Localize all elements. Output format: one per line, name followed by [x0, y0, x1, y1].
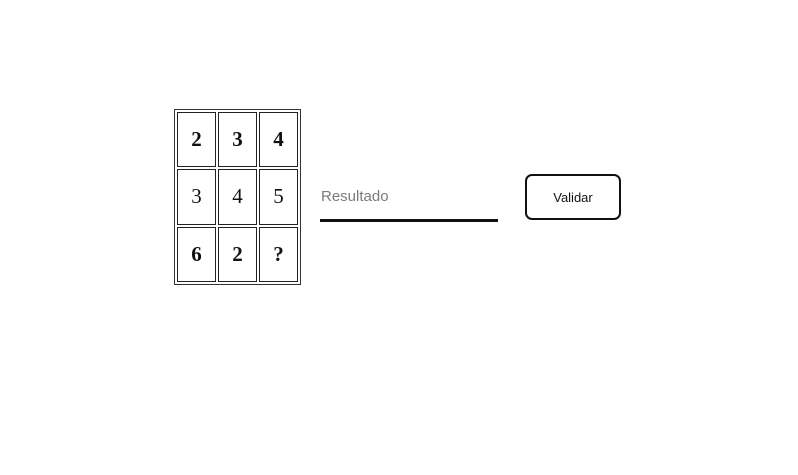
- validate-button[interactable]: Validar: [525, 174, 621, 220]
- puzzle-cell-r1-c3: 4: [259, 112, 298, 168]
- puzzle-cell-r2-c1: 3: [177, 169, 216, 225]
- puzzle-row-2: 3 4 5: [177, 169, 298, 225]
- puzzle-cell-r3-c2: 2: [218, 226, 257, 282]
- result-input[interactable]: [320, 180, 498, 222]
- puzzle-row-3: 6 2 ?: [177, 226, 298, 282]
- puzzle-cell-r1-c1: 2: [177, 112, 216, 168]
- puzzle-row-1: 2 3 4: [177, 112, 298, 168]
- puzzle-cell-r3-c1: 6: [177, 226, 216, 282]
- puzzle-cell-r2-c3: 5: [259, 169, 298, 225]
- puzzle-cell-missing: ?: [259, 226, 298, 282]
- number-puzzle-grid: 2 3 4 3 4 5 6 2 ?: [174, 109, 301, 285]
- puzzle-cell-r1-c2: 3: [218, 112, 257, 168]
- puzzle-cell-r2-c2: 4: [218, 169, 257, 225]
